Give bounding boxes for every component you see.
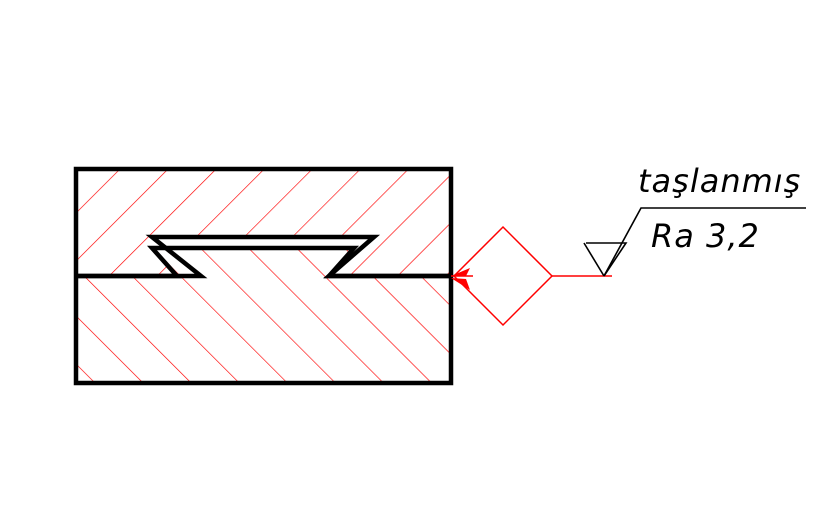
roughness-extension bbox=[603, 207, 806, 277]
roughness-check bbox=[586, 242, 628, 277]
roughness-leg bbox=[583, 242, 605, 277]
roughness-value: Ra 3,2 bbox=[651, 217, 760, 255]
process-label: taşlanmış bbox=[638, 162, 801, 200]
lower-part-boundary bbox=[76, 245, 451, 279]
roughness-symbol bbox=[583, 207, 806, 277]
surface-callout bbox=[451, 225, 612, 327]
callout-diamond bbox=[452, 225, 554, 327]
arrow-lower bbox=[451, 278, 470, 290]
arrow-upper bbox=[451, 268, 470, 276]
dovetail-gap bbox=[152, 237, 374, 248]
part-outline bbox=[73, 166, 454, 386]
